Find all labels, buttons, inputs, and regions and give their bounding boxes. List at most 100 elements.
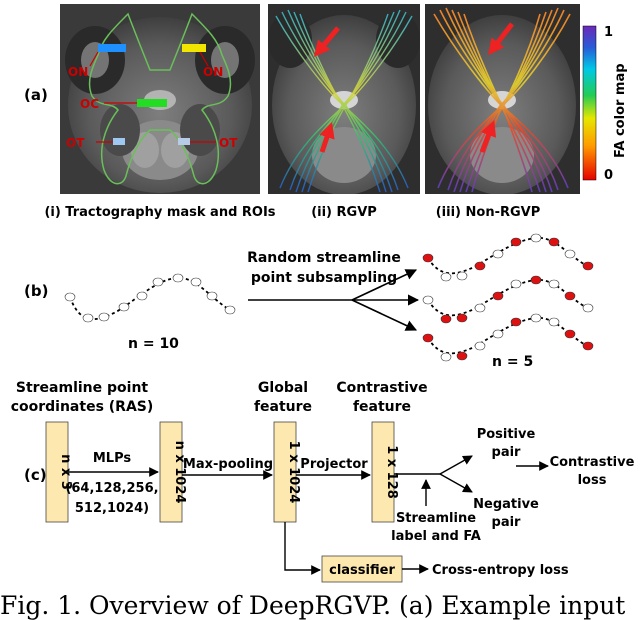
fiber-bundle-rgvp: [275, 9, 413, 193]
sampled-point: [492, 291, 504, 301]
global-feature-line1: Global: [258, 380, 308, 396]
global-feature-line2: feature: [254, 399, 312, 415]
roi-label-on-left: ON: [68, 65, 88, 79]
ce-loss-label: Cross-entropy loss: [432, 563, 569, 578]
streamline-point: [206, 291, 218, 301]
mri-image-non-rgvp: [425, 4, 580, 194]
contrastive-loss-line1: Contrastive: [550, 455, 635, 470]
svg-text:n x 1024: n x 1024: [172, 441, 187, 504]
roi-label-ot-left: OT: [66, 136, 85, 150]
sampled-point: [582, 341, 594, 351]
sampled-point: [510, 317, 522, 327]
box-mlp-output: n x 1024: [159, 421, 187, 523]
mlps-line2: (64,128,256,: [65, 481, 158, 496]
streamline-point: [530, 233, 542, 243]
n-sub-label: n = 5: [492, 354, 533, 370]
sampled-point: [510, 237, 522, 247]
roi-label-on-right: ON: [203, 65, 223, 79]
streamline-point: [530, 313, 542, 323]
sampled-point: [548, 237, 560, 247]
roi-on-left: [98, 44, 126, 52]
streamline-point: [456, 271, 468, 281]
subcaption-i: (i) Tractography mask and ROIs: [44, 205, 275, 220]
subsampling-arrows: [248, 269, 420, 331]
input-title-line2: coordinates (RAS): [11, 399, 154, 415]
streamline-info-line1: Streamline: [396, 511, 476, 526]
panel-b: (b) n = 10 Random streamline point subsa…: [24, 233, 594, 370]
red-arrow-top: [488, 22, 514, 56]
subsampling-text-line2: point subsampling: [251, 270, 397, 286]
box-classifier: classifier: [321, 555, 403, 583]
streamline-point: [224, 305, 236, 315]
maxpool-label: Max-pooling: [183, 457, 273, 472]
arrow-to-classifier: [284, 522, 321, 575]
red-arrow-bottom: [479, 120, 497, 153]
panel-c: (c) Streamline point coordinates (RAS) n…: [11, 380, 635, 583]
streamline-point: [136, 291, 148, 301]
streamline-point: [118, 302, 130, 312]
figure-caption: Fig. 1. Overview of DeepRGVP. (a) Exampl…: [0, 592, 626, 620]
box-input: n x 3: [45, 421, 73, 523]
input-title-line1: Streamline point: [16, 380, 149, 396]
fa-colorbar: 1 0 FA color map: [582, 25, 628, 183]
sampled-point: [440, 314, 452, 324]
streamline-point: [492, 329, 504, 339]
streamline-point: [440, 352, 452, 362]
svg-text:classifier: classifier: [329, 563, 395, 578]
positive-pair-line1: Positive: [477, 427, 536, 442]
streamline-point: [64, 292, 76, 302]
streamline-point: [474, 341, 486, 351]
roi-label-ot-right: OT: [219, 136, 238, 150]
panel-b-label: (b): [24, 282, 48, 300]
sampled-point: [474, 261, 486, 271]
red-arrow-top: [313, 26, 340, 57]
mlps-line1: MLPs: [93, 451, 132, 466]
sampled-point: [456, 313, 468, 323]
sampled-point: [530, 275, 542, 285]
panel-c-label: (c): [24, 466, 47, 484]
roi-oc: [137, 99, 167, 107]
figure-1: (a): [10, 4, 635, 583]
pair-arrows: [394, 455, 549, 506]
mri-image-tractography-mask: [60, 4, 260, 194]
roi-label-oc: OC: [80, 97, 99, 111]
negative-pair-line2: pair: [492, 515, 522, 530]
contrastive-loss-line2: loss: [578, 473, 607, 488]
colorbar-min: 0: [604, 168, 613, 183]
streamline-point: [564, 249, 576, 259]
streamline-point: [474, 303, 486, 313]
streamline-point: [152, 277, 164, 287]
sampled-point: [422, 253, 434, 263]
streamline-full: [64, 273, 236, 323]
subcaption-ii: (ii) RGVP: [311, 205, 377, 220]
streamline-point: [440, 272, 452, 282]
sampled-point: [564, 329, 576, 339]
streamline-point: [82, 313, 94, 323]
mlps-line3: 512,1024): [75, 501, 149, 516]
roi-on-right: [182, 44, 206, 52]
streamline-point: [422, 295, 434, 305]
streamline-point: [548, 317, 560, 327]
streamline-point: [98, 312, 110, 322]
tractography-mask-outline: [88, 12, 232, 185]
colorbar-label: FA color map: [613, 63, 628, 158]
sampled-point: [422, 333, 434, 343]
positive-pair-line2: pair: [492, 445, 522, 460]
box-global-feature: 1 x 1024: [273, 421, 301, 523]
streamline-subsampled: [422, 233, 594, 362]
sampled-point: [564, 291, 576, 301]
fiber-bundle-non-rgvp: [433, 7, 571, 193]
roi-ot-right: [178, 138, 190, 145]
svg-text:1 x 128: 1 x 128: [384, 445, 399, 499]
streamline-point: [492, 249, 504, 259]
panel-a-label: (a): [24, 86, 48, 104]
subsampling-text-line1: Random streamline: [247, 250, 401, 266]
n-full-label: n = 10: [128, 336, 179, 352]
subcaption-iii: (iii) Non-RGVP: [436, 205, 541, 220]
colorbar-max: 1: [604, 25, 613, 40]
svg-text:n x 3: n x 3: [58, 454, 73, 490]
projector-label: Projector: [300, 457, 368, 472]
streamline-point: [548, 279, 560, 289]
negative-pair-line1: Negative: [473, 497, 539, 512]
streamline-point: [510, 279, 522, 289]
